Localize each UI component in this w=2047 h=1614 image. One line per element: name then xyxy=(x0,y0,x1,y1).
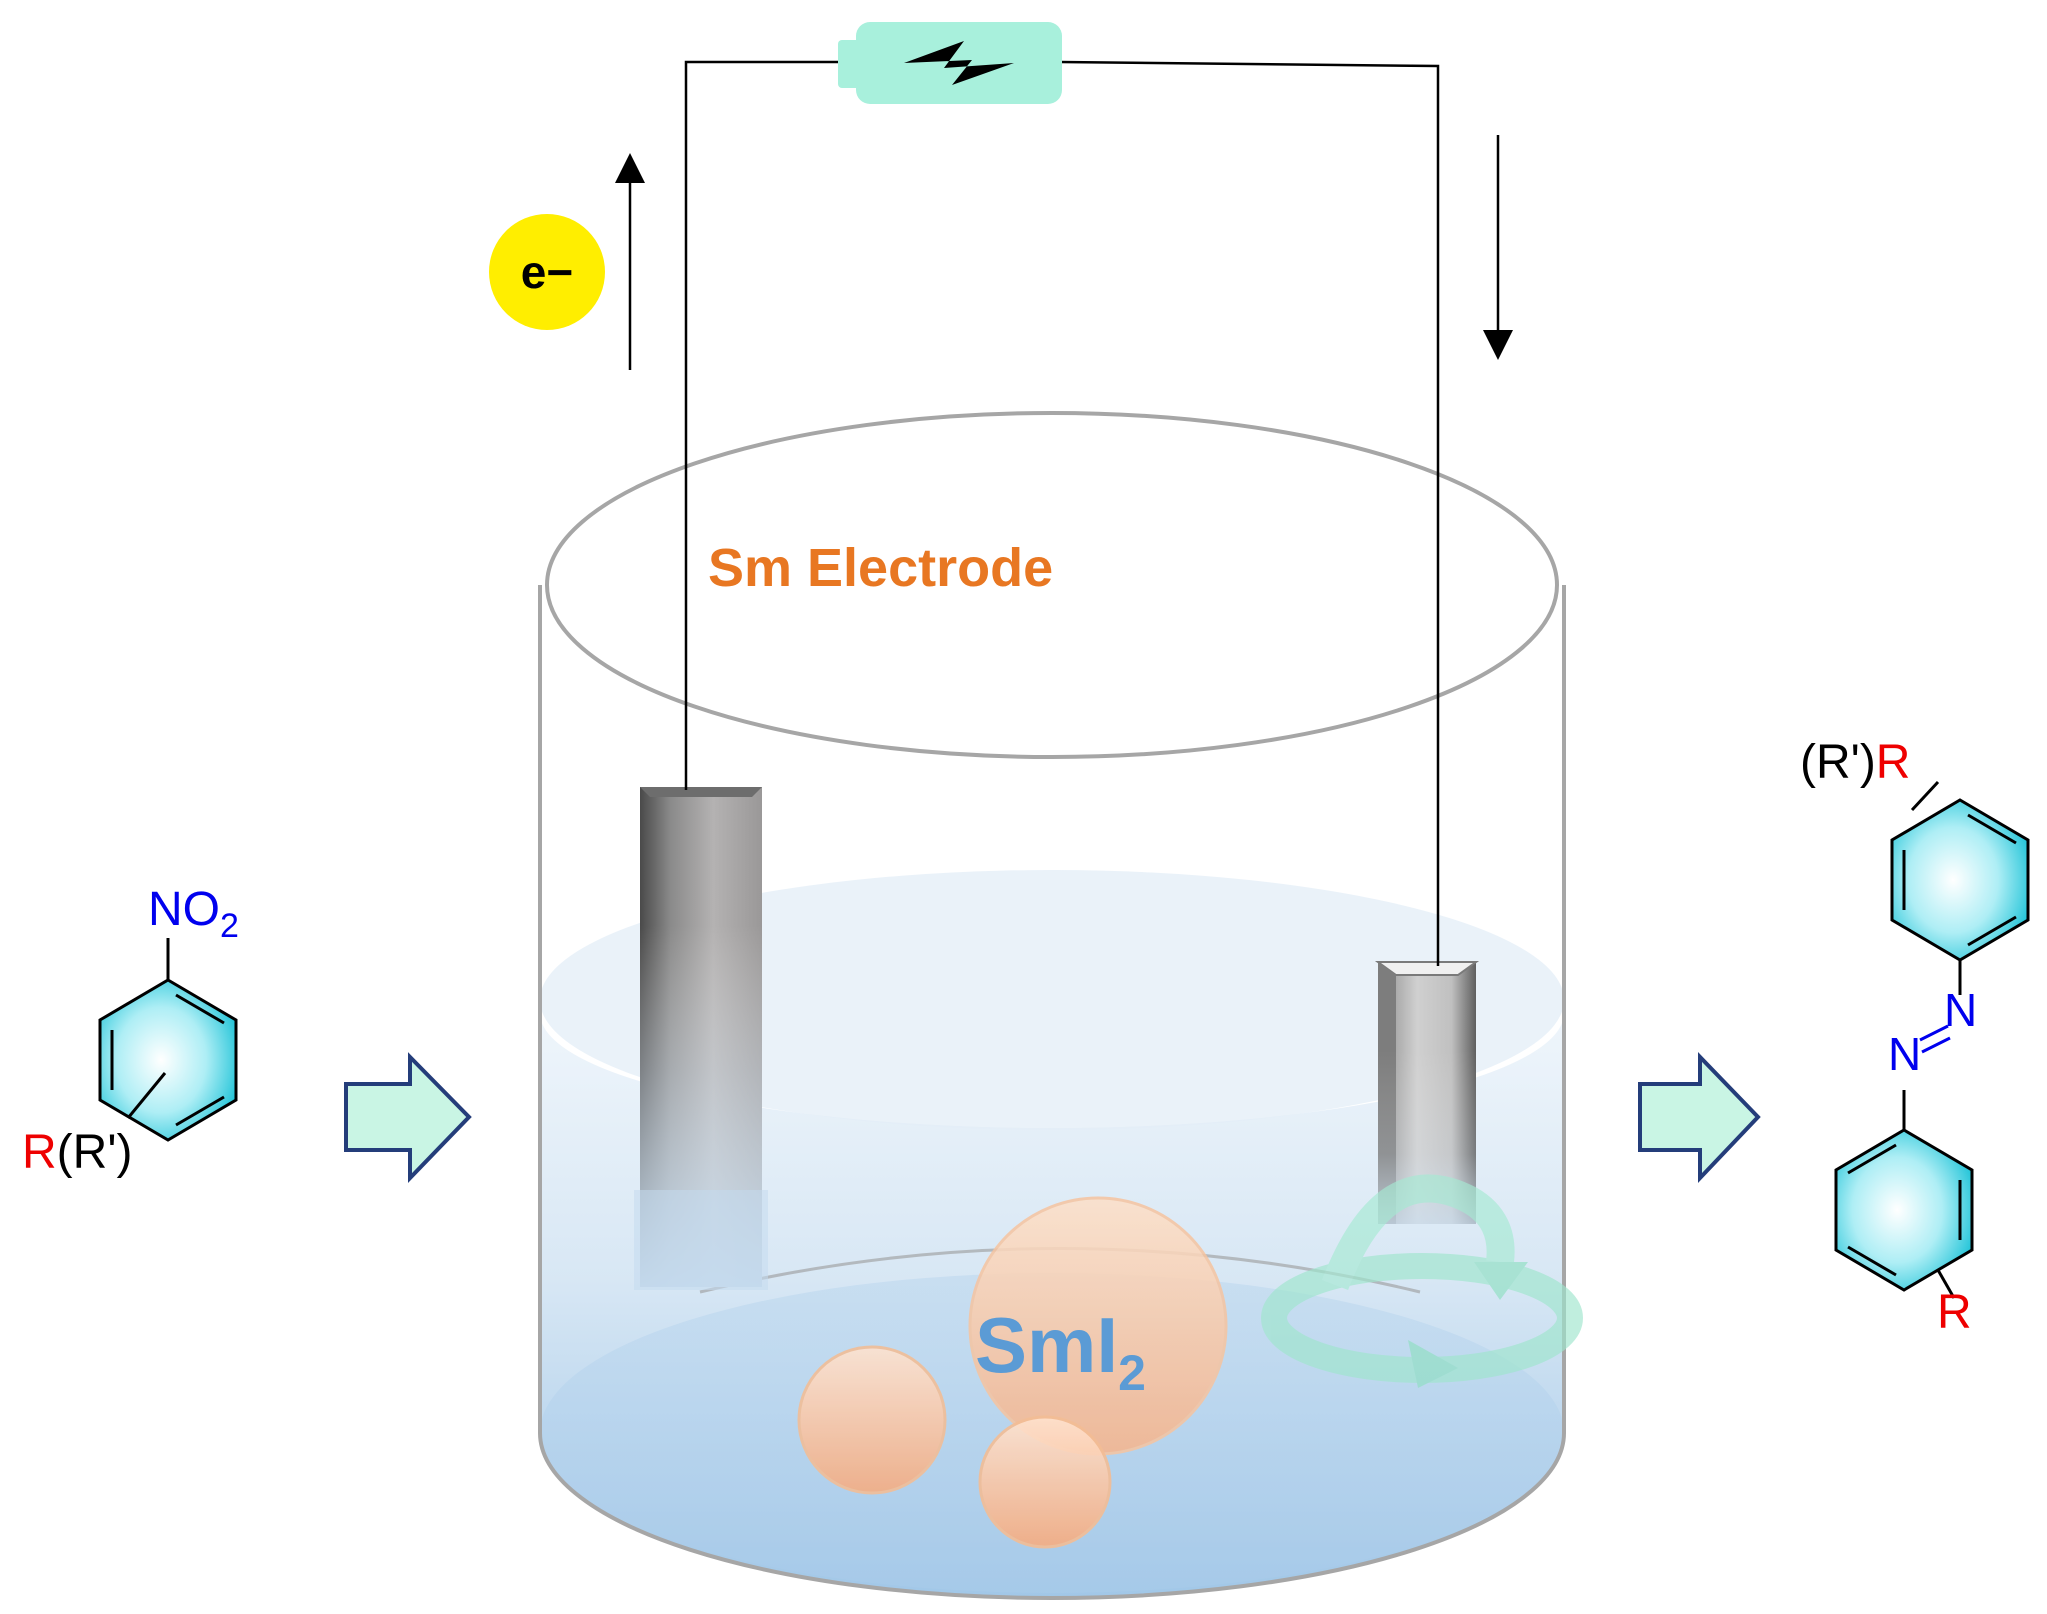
product-bottom-r-label: R xyxy=(1937,1286,1972,1339)
product-top-rprime-label: (R') xyxy=(1800,736,1876,789)
circuit-wires xyxy=(684,60,1440,966)
nitro-sub-label: 2 xyxy=(220,907,239,945)
product-azobenzene: N N (R')R R xyxy=(1800,736,2030,1339)
left-wire xyxy=(684,60,840,790)
reagent-label: SmI2 xyxy=(975,1301,1146,1401)
product-top-substituent-label: (R')R xyxy=(1800,736,1910,789)
product-top-r-label: R xyxy=(1876,736,1911,789)
lightning-bolt-icon xyxy=(904,41,1014,85)
beaker-bottom-edge xyxy=(538,1432,1566,1600)
electron-bubble: e− xyxy=(489,214,605,330)
electron-label: e− xyxy=(521,246,573,298)
nitro-n-label: NO xyxy=(148,883,220,936)
reactant-r-label: R xyxy=(22,1126,57,1179)
liquid-surface xyxy=(540,870,1564,1130)
beaker-top-rim xyxy=(545,411,1559,759)
reactant-nitroarene: NO2 R(R') xyxy=(22,883,239,1179)
azo-n-top-label: N xyxy=(1944,984,1977,1036)
reactant-substituent-label: R(R') xyxy=(22,1126,132,1179)
reactant-benzene-ring xyxy=(98,978,238,1142)
medium-particle xyxy=(797,1345,947,1495)
left-electrode xyxy=(634,787,768,1290)
product-top-benzene-ring xyxy=(1890,798,2030,962)
right-wire xyxy=(1059,60,1440,966)
reaction-arrow-right xyxy=(1638,1052,1761,1184)
small-particle xyxy=(978,1415,1112,1549)
reaction-arrow-left xyxy=(344,1052,472,1183)
azo-n-bottom-label: N xyxy=(1888,1028,1921,1080)
battery-icon xyxy=(838,22,1062,104)
product-bottom-benzene-ring xyxy=(1834,1128,1974,1292)
reagent-label-sub: 2 xyxy=(1118,1345,1146,1401)
circular-arrows-icon xyxy=(1261,1174,1583,1388)
smi2-particles: SmI2 xyxy=(797,1196,1228,1549)
electrode-label: Sm Electrode xyxy=(708,538,1053,598)
nitro-group-label: NO2 xyxy=(148,883,239,945)
reagent-label-main: SmI xyxy=(975,1301,1118,1389)
reactant-rprime-label: (R') xyxy=(57,1126,133,1179)
